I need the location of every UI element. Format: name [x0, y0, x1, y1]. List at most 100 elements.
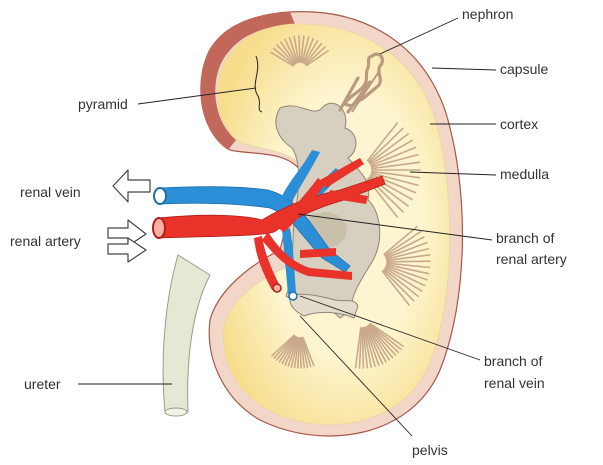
pyramid-stripe [287, 336, 299, 367]
pyramid-stripe [304, 42, 323, 65]
pyramid-stripe [368, 323, 402, 351]
pyramid-stripe [361, 327, 365, 369]
pyramid-stripe [273, 335, 296, 359]
pyramid-stripe [284, 38, 298, 64]
pyramid-stripe [365, 325, 387, 363]
pyramid-stripe [293, 337, 300, 369]
pyramid-stripe [385, 247, 430, 260]
pyramid-stripe [288, 36, 299, 64]
pyramid-outline [254, 55, 263, 113]
label-capsule: capsule [500, 61, 548, 77]
pyramid-stripe [370, 146, 417, 167]
pyramid-stripe [302, 37, 315, 64]
pyramid-stripe [305, 50, 329, 67]
pyramid-stripe [363, 327, 373, 368]
pyramid-stripe [386, 254, 431, 262]
pyramid-stripe [385, 265, 428, 281]
pyramid-stripe [368, 324, 400, 354]
nephron-loop [338, 52, 385, 114]
pyramid-stripe [293, 35, 300, 63]
label-renal-artery: renal artery [10, 233, 81, 249]
pyramid-stripe [300, 337, 309, 369]
ureter-tube [162, 254, 211, 413]
pyramid-stripe [369, 139, 414, 165]
pyramid-stripe [367, 127, 404, 163]
label-pyramid: pyramid [78, 96, 128, 112]
pyramid-stripe [368, 133, 409, 164]
leader-medulla [409, 171, 497, 176]
label-pelvis: pelvis [412, 442, 448, 458]
leader-pyramid [137, 87, 257, 105]
pyramid-stripe [383, 268, 419, 298]
pyramid-stripe [385, 266, 426, 287]
renal-artery-vessels [152, 158, 386, 293]
pyramid-stripe [358, 327, 363, 369]
renal-vein-arrow [112, 169, 151, 203]
label-nephron: nephron [462, 6, 513, 22]
label-branch-artery-1: branch of [496, 230, 554, 246]
renal-artery-arrow-lower [107, 237, 147, 263]
pyramid-stripe [370, 153, 419, 168]
leader-capsule [431, 67, 497, 71]
leader-branch-artery [297, 213, 493, 241]
pyramid-stripe [276, 44, 296, 65]
pyramid-stripe [279, 41, 297, 65]
capsule-shadow [200, 12, 295, 150]
pyramid-stripe [370, 172, 419, 187]
leader-pelvis [299, 315, 413, 437]
pyramid-stripe [365, 326, 384, 365]
pyramid-stripe [369, 322, 405, 348]
pyramid-stripe [385, 241, 428, 259]
pyramid-stripe [284, 336, 298, 366]
medulla-pyramids [270, 35, 431, 369]
label-branch-vein-1: branch of [484, 353, 542, 369]
pyramid-stripe [305, 46, 326, 66]
pyramid-stripe [366, 122, 399, 162]
label-branch-vein-2: renal vein [484, 375, 545, 391]
pyramid-stripe [271, 334, 295, 357]
pyramid-stripe [381, 270, 410, 306]
pyramid-stripe [382, 269, 415, 302]
pyramid-stripe [364, 326, 380, 366]
pelvis-lower [289, 293, 359, 319]
leader-branch-vein [299, 295, 481, 361]
pyramid-stripe [281, 336, 298, 365]
pyramid-stripe [367, 325, 394, 359]
label-medulla: medulla [500, 166, 549, 182]
pyramid-stripe [367, 324, 397, 356]
label-branch-artery-2: renal artery [496, 251, 567, 267]
pyramid-stripe [384, 236, 425, 258]
pyramid-stripe [371, 161, 421, 170]
pyramid-stripe [300, 337, 306, 369]
pyramid-stripe [386, 260, 431, 263]
label-ureter: ureter [24, 376, 61, 392]
pyramid-stripe [384, 267, 423, 292]
pyramid-stripe [385, 263, 430, 275]
pyramid-stripe [300, 35, 305, 63]
pyramid-stripe [272, 47, 295, 66]
ureter-end [164, 407, 188, 417]
pyramid-stripe [301, 36, 310, 64]
pyramid-stripe [301, 336, 312, 368]
pyramid-stripe [297, 337, 301, 369]
pyramid-stripe [302, 336, 315, 367]
pyramid-stripe [366, 325, 391, 361]
collecting-duct [351, 69, 381, 113]
pyramid-stripe [299, 337, 302, 369]
pyramid-stripe [384, 230, 422, 257]
leader-nephron [379, 17, 459, 55]
pyramid-stripe [383, 225, 418, 256]
pyramid-stripe [371, 170, 421, 179]
renal-artery-arrow-upper [107, 219, 147, 247]
pyramid-stripe [275, 335, 296, 361]
pyramid-stripe [270, 51, 294, 67]
pyramid-stripe [386, 262, 431, 269]
pyramid-stripe [362, 327, 369, 369]
pyramid-stripe [298, 35, 301, 63]
pyramid-stripe [278, 335, 297, 363]
pyramid-stripe [290, 336, 299, 368]
label-renal-vein: renal vein [20, 184, 81, 200]
pyramid-stripe [354, 327, 362, 369]
